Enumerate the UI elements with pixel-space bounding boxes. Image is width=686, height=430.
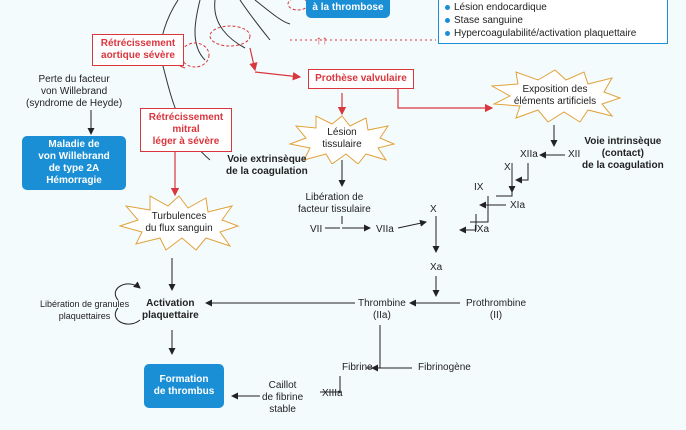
fibrinogen-label: Fibrinogène — [418, 362, 471, 373]
intrinsic-pathway-label: Voie intrinsèque (contact) de la coagula… — [582, 136, 664, 171]
top-box: à la thrombose — [306, 0, 390, 18]
tissue-factor-label: Libération de facteur tissulaire — [298, 192, 371, 215]
turbulence-label: Turbulences du flux sanguin — [145, 211, 213, 234]
bullet-icon — [445, 31, 450, 36]
extrinsic-pathway-label: Voie extrinsèque de la coagulation — [226, 154, 308, 177]
exposure-burst: Exposition des éléments artificiels — [488, 68, 622, 124]
top-box-label: à la thrombose — [312, 2, 384, 13]
thrombus-box: Formation de thrombus — [144, 364, 224, 408]
factor-X: X — [430, 204, 437, 215]
lesion-label: Lésion tissulaire — [322, 127, 362, 150]
fibrin-label: Fibrine — [342, 362, 373, 373]
exposure-label: Exposition des éléments artificiels — [513, 84, 597, 107]
factor-XI: XI — [504, 162, 514, 173]
factor-VII: VII — [310, 224, 323, 235]
aortic-stenosis-box: Rétrécissement aortique sévère — [92, 34, 184, 66]
double-up-arrows: ↑↑ — [316, 33, 328, 47]
mitral-stenosis-box: Rétrécissement mitral léger à sévère — [140, 108, 232, 152]
legend-item: Hypercoagulabilité/activation plaquettai… — [445, 27, 667, 40]
lesion-burst: Lésion tissulaire — [288, 114, 396, 164]
bullet-icon — [445, 5, 450, 10]
stable-clot-label: Caillot de fibrine stable — [262, 380, 304, 415]
prothrombin-label: Prothrombine (II) — [466, 298, 527, 321]
legend-item: Stase sanguine — [445, 14, 667, 27]
bullet-icon — [445, 18, 450, 23]
platelet-activation-label: Activation plaquettaire — [142, 298, 199, 321]
legend: Lésion endocardique Stase sanguine Hyper… — [438, 0, 668, 44]
factor-XII: XII — [568, 149, 581, 160]
turbulence-burst: Turbulences du flux sanguin — [118, 194, 240, 252]
factor-IXa: IXa — [474, 224, 490, 235]
willebrand-loss-label: Perte du facteur von Willebrand (syndrom… — [26, 74, 123, 109]
granule-release-label: Libération de granules plaquettaires — [40, 299, 130, 321]
prosthesis-box: Prothèse valvulaire — [308, 69, 414, 89]
factor-XIIIa: XIIIa — [322, 388, 343, 399]
legend-item: Lésion endocardique — [445, 1, 667, 14]
vwd-box: Maladie de von Willebrand de type 2A Hém… — [22, 136, 126, 190]
factor-IX: IX — [474, 182, 484, 193]
factor-Xa: Xa — [430, 262, 443, 273]
factor-XIIa: XIIa — [520, 149, 538, 160]
thrombin-label: Thrombine (IIa) — [358, 298, 406, 321]
factor-XIa: XIa — [510, 200, 526, 211]
factor-VIIa: VIIa — [376, 224, 394, 235]
